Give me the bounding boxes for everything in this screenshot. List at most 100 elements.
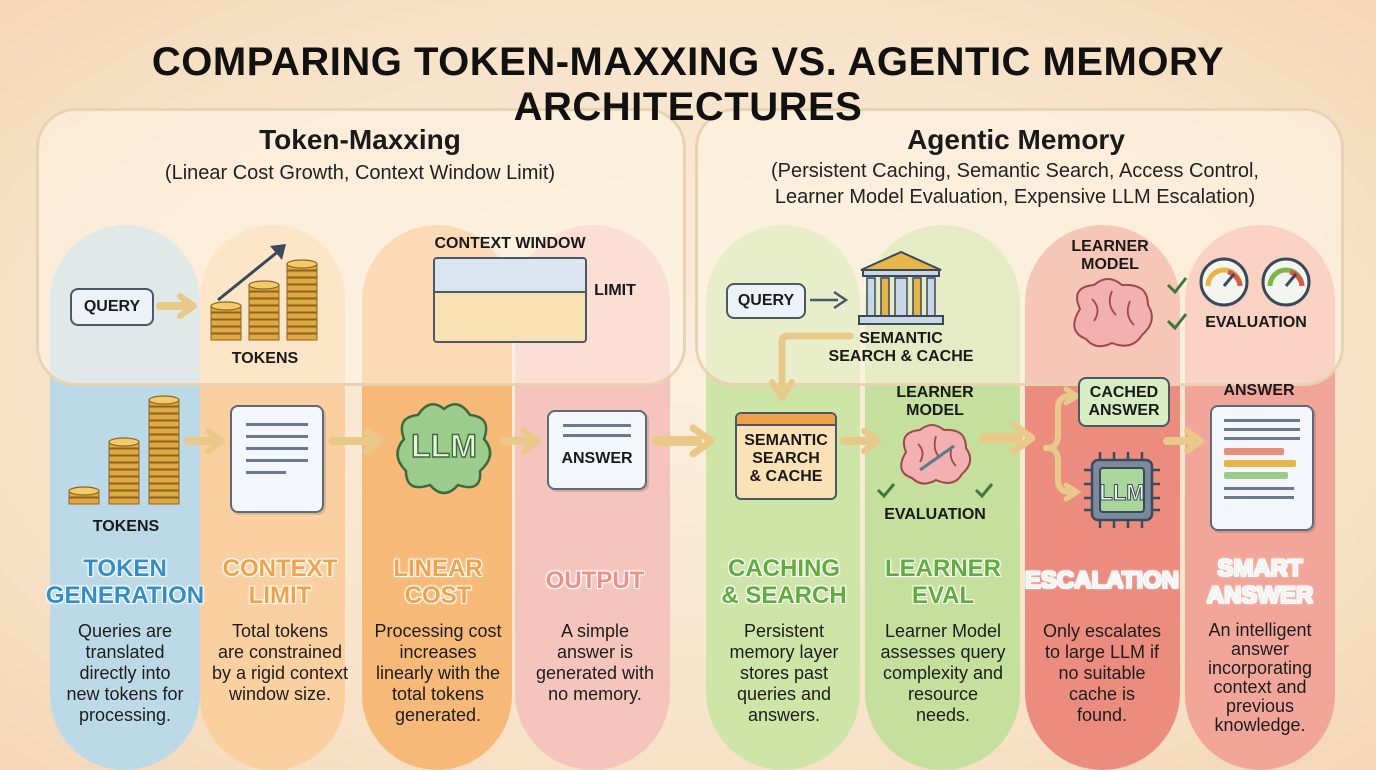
tokens-label-bottom: TOKENS — [92, 518, 160, 535]
arrow-right-icon — [500, 428, 541, 454]
column-description-line: An intelligent — [1208, 620, 1312, 640]
llm-cloud-text: LLM — [411, 428, 477, 464]
smart-answer-card — [1210, 405, 1314, 531]
semantic-search-cache-box: SEMANTIC SEARCH & CACHE — [735, 412, 837, 500]
column-description-line: cache is — [1068, 684, 1136, 704]
gauge-icon — [1261, 257, 1311, 307]
arrow-right-icon — [810, 290, 849, 310]
context-window-label: CONTEXT WINDOW — [434, 235, 586, 252]
column-title-line-2: LIMIT — [248, 582, 312, 609]
tokens-label-top: TOKENS — [231, 350, 299, 367]
arrow-right-icon — [328, 428, 383, 454]
limit-label: LIMIT — [594, 282, 636, 299]
answer-label: ANSWER — [561, 450, 633, 467]
column-title-line-2: GENERATION — [45, 582, 205, 609]
column-description-line: linearly with the — [375, 663, 501, 683]
column-description-line: resource — [907, 684, 979, 704]
column-description-line: memory layer — [729, 642, 839, 662]
column-description-line: no suitable — [1058, 663, 1146, 683]
column-description-line: answer — [1230, 639, 1290, 659]
column-description-line: are constrained — [217, 642, 343, 662]
check-icon — [974, 483, 994, 499]
document-icon — [230, 405, 324, 513]
arrow-right-icon — [184, 428, 225, 454]
column-title: ESCALATION — [1024, 567, 1180, 594]
building-icon — [858, 250, 944, 325]
column-description-line: answer is — [556, 642, 634, 662]
arrow-right-icon — [652, 424, 715, 458]
agentic-memory-title: Agentic Memory — [907, 124, 1125, 155]
agentic-memory-subtitle-2: Learner Model Evaluation, Expensive LLM … — [774, 186, 1256, 208]
token-maxxing-subtitle: (Linear Cost Growth, Context Window Limi… — [164, 162, 556, 184]
column-description-line: Only escalates — [1042, 621, 1162, 641]
coin-stacks-bottom-icon — [68, 395, 180, 505]
query-box: QUERY — [70, 288, 154, 326]
check-icon — [1166, 313, 1188, 331]
column-description-line: by a rigid context — [211, 663, 349, 683]
column-title-line-2: COST — [404, 582, 472, 609]
column-description-line: generated with — [535, 663, 655, 683]
column-description-line: incorporating — [1207, 658, 1313, 678]
branch-arrows-icon — [1043, 386, 1082, 502]
check-icon — [876, 483, 896, 499]
llm-cloud-icon: LLM — [396, 402, 492, 495]
column-description-line: translated — [85, 642, 165, 662]
column-description-line: Total tokens — [231, 621, 329, 641]
column-title: SMART — [1217, 555, 1303, 582]
semantic-search-cache-top-label: SEMANTIC SEARCH & CACHE — [828, 330, 974, 365]
column-description-line: complexity and — [882, 663, 1004, 683]
column-title: OUTPUT — [545, 567, 645, 594]
column-description-line: queries and — [736, 684, 832, 704]
column-description-line: total tokens — [391, 684, 485, 704]
arrow-right-icon — [1163, 428, 1204, 454]
column-title-line-2: & SEARCH — [721, 582, 847, 609]
column-description-line: assesses query — [880, 642, 1006, 662]
column-title-line-2: EVAL — [911, 582, 975, 609]
column-description-line: processing. — [78, 705, 172, 725]
coin-stacks-icon — [210, 244, 318, 341]
column-description-line: knowledge. — [1214, 715, 1306, 735]
column-description-line: answers. — [747, 705, 821, 725]
column-description-line: found. — [1076, 705, 1128, 725]
arrow-right-icon — [156, 293, 197, 319]
agentic-memory-subtitle-1: (Persistent Caching, Semantic Search, Ac… — [771, 160, 1259, 182]
chip-llm-text: LLM — [1099, 480, 1144, 505]
column-title: LINEAR — [393, 555, 483, 582]
query-box-agentic: QUERY — [726, 283, 806, 319]
column-description-line: stores past — [739, 663, 829, 683]
column-description-line: Processing cost — [374, 621, 502, 641]
agentic-memory-panel — [695, 108, 1344, 386]
column-description-line: Queries are — [77, 621, 173, 641]
arrow-down-icon — [769, 332, 854, 401]
context-window-box — [433, 257, 587, 343]
column-description-line: Persistent — [743, 621, 825, 641]
cached-answer-label: CACHED ANSWER — [1088, 384, 1160, 419]
gauge-icon — [1199, 257, 1249, 307]
column-description-line: new tokens for — [66, 684, 184, 704]
column-title: TOKEN — [83, 555, 167, 582]
column-description-line: Learner Model — [884, 621, 1002, 641]
column-title: LEARNER — [884, 555, 1001, 582]
column-description-line: increases — [399, 642, 477, 662]
column-title: CONTEXT — [222, 555, 338, 582]
evaluation-mid-label: EVALUATION — [884, 506, 986, 523]
brain-icon — [1073, 278, 1153, 348]
arrow-right-icon — [979, 421, 1036, 455]
token-maxxing-title: Token-Maxxing — [259, 124, 461, 155]
column-description-line: needs. — [915, 705, 971, 725]
column-title: CACHING — [728, 555, 840, 582]
column-description-line: generated. — [394, 705, 482, 725]
chip-icon: LLM — [1084, 452, 1160, 528]
column-description-line: to large LLM if — [1044, 642, 1160, 662]
column-title-line-2: ANSWER — [1206, 582, 1314, 609]
page-title: COMPARING TOKEN-MAXXING VS. AGENTIC MEMO… — [151, 40, 1225, 129]
column-description-line: A simple — [560, 621, 630, 641]
brain-icon — [900, 424, 972, 485]
column-description-line: directly into — [79, 663, 171, 683]
evaluation-top-label: EVALUATION — [1205, 314, 1307, 331]
learner-model-top-label: LEARNER MODEL — [1071, 238, 1149, 273]
arrow-right-icon — [840, 428, 881, 454]
column-description-line: no memory. — [548, 684, 642, 704]
cached-answer-box: CACHED ANSWER — [1078, 377, 1170, 427]
semantic-box-label: SEMANTIC SEARCH & CACHE — [744, 432, 828, 485]
